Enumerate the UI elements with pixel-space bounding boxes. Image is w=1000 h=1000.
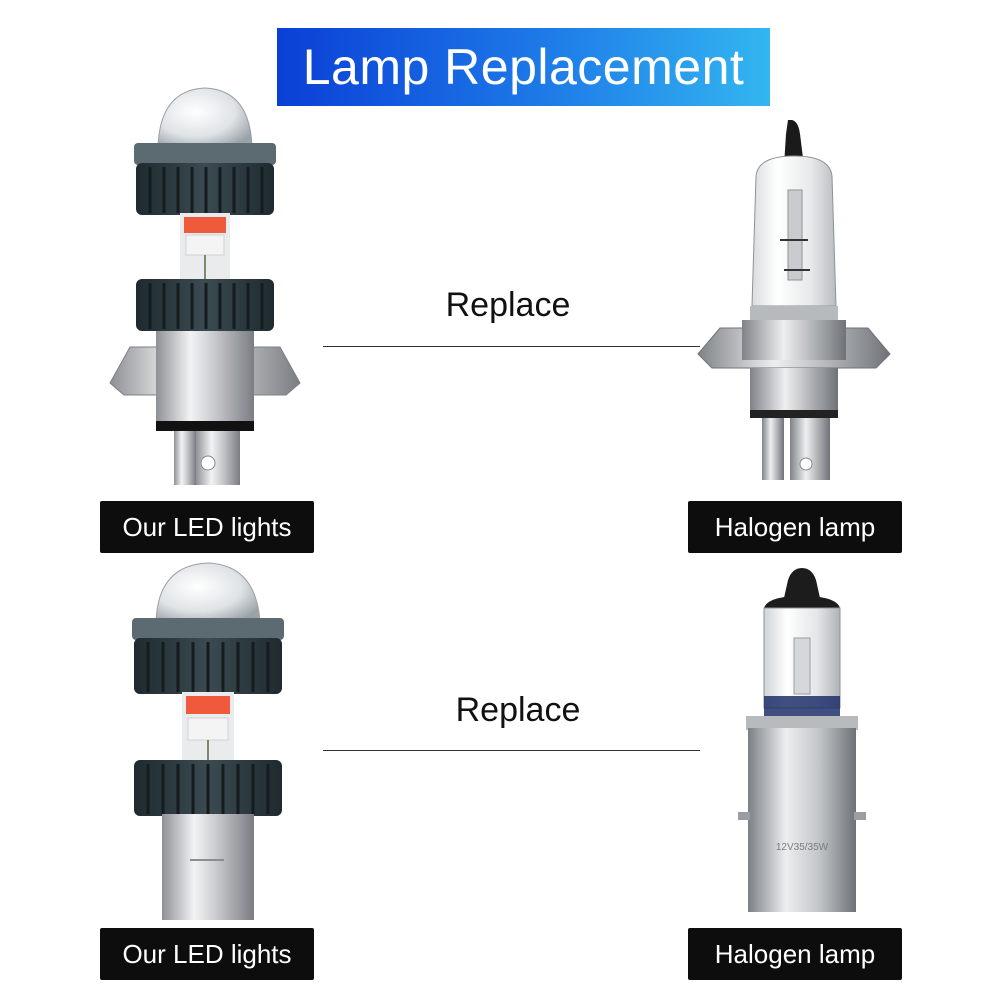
replace-divider — [323, 750, 700, 751]
halogen-lamp-label: Halogen lamp — [688, 501, 902, 553]
ba20d-halogen-bulb-icon: 12V35/35W — [738, 568, 866, 912]
led-lights-label: Our LED lights — [100, 501, 314, 553]
page-title: Lamp Replacement — [277, 28, 770, 106]
ba20d-led-headlight-bulb-icon — [132, 562, 284, 920]
led-lights-label: Our LED lights — [100, 928, 314, 980]
h4-led-headlight-bulb-icon — [109, 87, 301, 485]
h4-halogen-bulb-icon — [697, 120, 891, 480]
replace-divider — [323, 346, 700, 347]
bulb-marking: 12V35/35W — [776, 842, 829, 853]
halogen-lamp-label: Halogen lamp — [688, 928, 902, 980]
replace-text: Replace — [445, 286, 571, 324]
replace-text: Replace — [455, 691, 581, 729]
